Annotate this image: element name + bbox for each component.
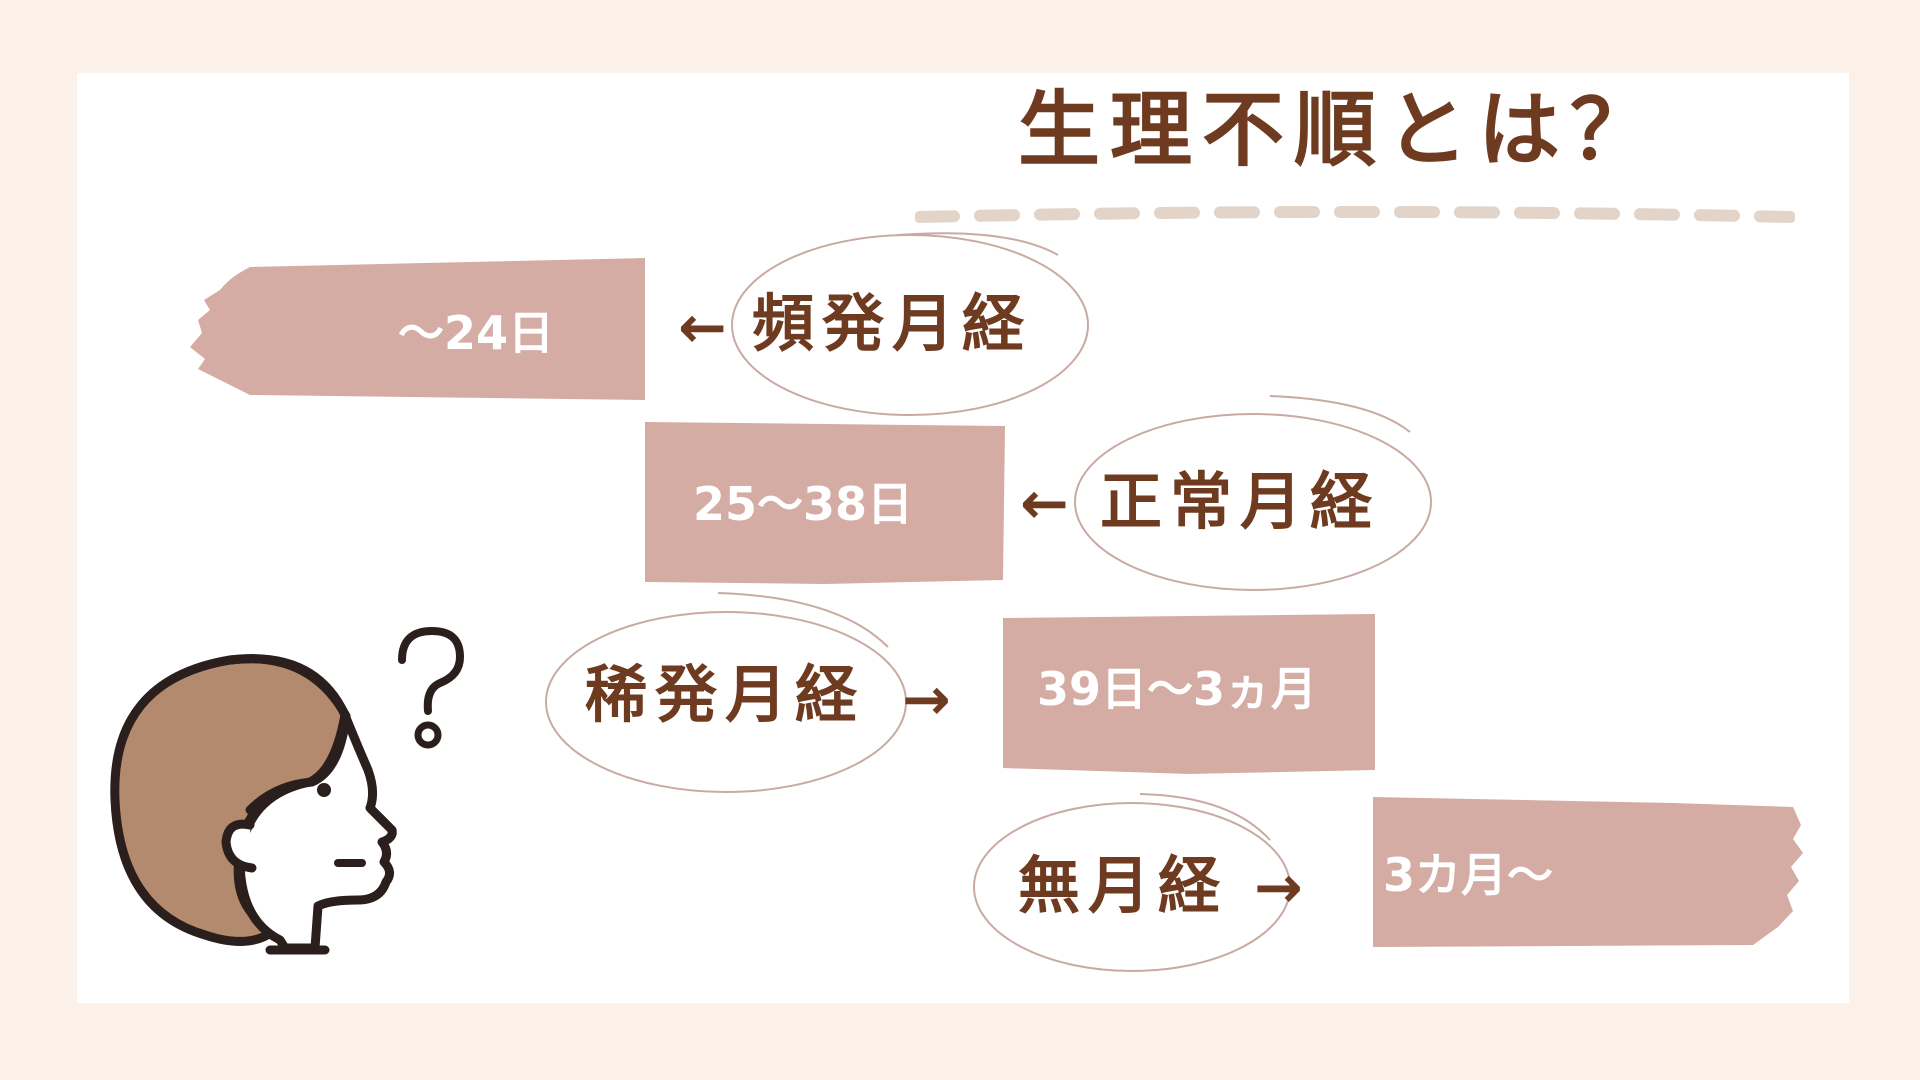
person-profile-icon [110,654,397,955]
label-normal: 正常月経 [1100,465,1381,538]
oval-frequent [731,232,1089,416]
label-frequent: 頻発月経 [752,287,1033,360]
oval-rare [545,592,907,793]
band-normal-text: 25～38日 [693,477,914,531]
band-rare [1003,614,1375,774]
question-mark-icon [398,626,465,749]
arrow-absent: → [1254,853,1303,921]
band-rare-text: 39日～3ヵ月 [1037,662,1318,716]
band-normal [645,422,1005,584]
band-absent-text: 3カ月～ [1383,848,1554,902]
oval-normal [1074,395,1432,591]
band-frequent [190,258,645,400]
arrow-rare: → [902,665,951,733]
arrow-frequent: ← [678,293,727,361]
label-rare: 稀発月経 [585,658,866,731]
page-title: 生理不順とは？ [1018,83,1663,178]
dashed-divider [915,206,1795,223]
arrow-normal: ← [1020,469,1069,537]
band-absent [1373,797,1803,947]
label-absent: 無月経 [1018,849,1229,922]
oval-absent [973,793,1291,972]
band-frequent-text: ～24日 [398,306,555,360]
